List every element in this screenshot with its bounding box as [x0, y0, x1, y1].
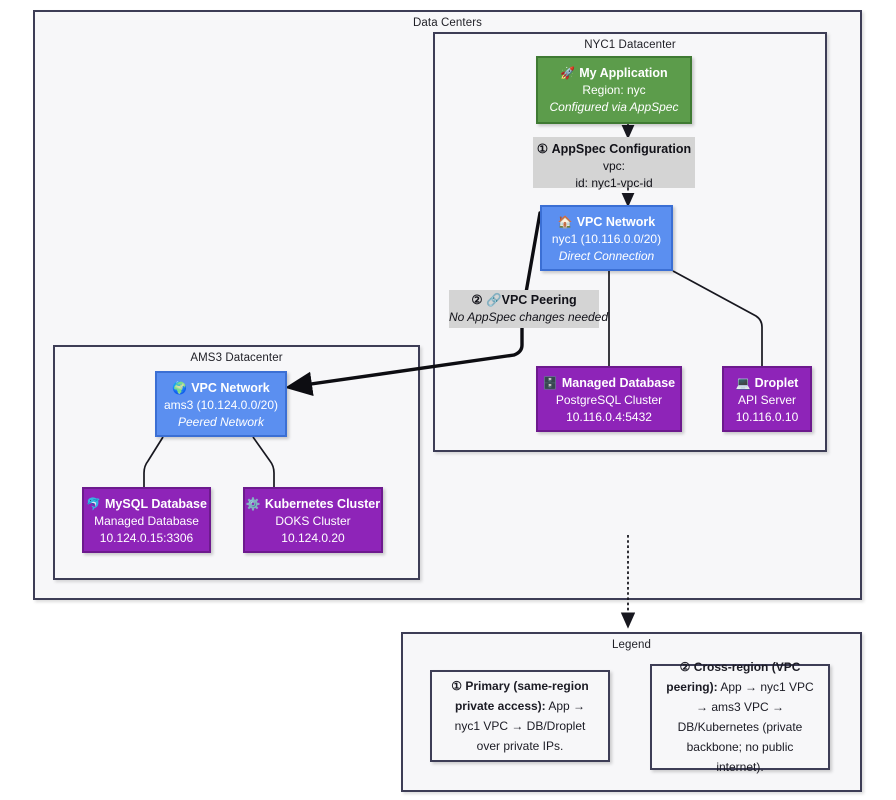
file-cabinet-icon: 🗄️ [542, 376, 558, 390]
node-vpc-peering[interactable]: ② 🔗VPC Peering No AppSpec changes needed [449, 290, 609, 328]
link-icon: 🔗 [486, 293, 502, 307]
legend-primary-bold: Primary (same-region private access): [454, 679, 589, 713]
legend-primary-text: ① Primary (same-region private access): … [444, 676, 596, 756]
ams3-vpc-title: VPC Network [191, 381, 270, 395]
node-kubernetes-cluster[interactable]: ⚙️Kubernetes Cluster DOKS Cluster 10.124… [243, 487, 383, 553]
nyc1-vpc-title-line: 🏠VPC Network [542, 214, 671, 231]
data-centers-title: Data Centers [413, 17, 482, 29]
kubernetes-cluster-kind: DOKS Cluster [275, 514, 351, 528]
my-application-note: Configured via AppSpec [549, 100, 679, 114]
kubernetes-cluster-title: Kubernetes Cluster [264, 497, 381, 511]
kubernetes-cluster-address: 10.124.0.20 [281, 531, 345, 545]
ams3-vpc-title-line: 🌍VPC Network [157, 380, 285, 397]
node-my-application[interactable]: 🚀My Application Region: nyc Configured v… [536, 56, 692, 124]
vpc-peering-marker: ② [471, 293, 483, 307]
managed-database-address: 10.116.0.4:5432 [566, 410, 652, 424]
managed-database-title-line: 🗄️Managed Database [538, 375, 680, 392]
node-managed-database[interactable]: 🗄️Managed Database PostgreSQL Cluster 10… [536, 366, 682, 432]
my-application-title-line: 🚀My Application [538, 65, 690, 82]
my-application-region: Region: nyc [582, 83, 646, 97]
appspec-marker: ① [536, 142, 549, 156]
nyc1-vpc-note: Direct Connection [558, 249, 655, 263]
house-icon: 🏠 [557, 215, 573, 229]
legend-cross-region-text: ② Cross-region (VPC peering): App → nyc1… [664, 657, 816, 777]
my-application-title: My Application [579, 66, 668, 80]
node-droplet[interactable]: 💻Droplet API Server 10.116.0.10 [722, 366, 812, 432]
appspec-vpc-id: id: nyc1-vpc-id [575, 176, 653, 190]
legend-primary-rest: App → nyc1 VPC → DB/Droplet over private… [454, 699, 586, 753]
legend-card-primary: ① Primary (same-region private access): … [430, 670, 610, 762]
appspec-title-line: ① AppSpec Configuration [533, 141, 695, 158]
nyc1-vpc-cidr: nyc1 (10.116.0.0/20) [551, 232, 662, 246]
appspec-vpc-key: vpc: [602, 159, 625, 173]
kubernetes-cluster-title-line: ⚙️Kubernetes Cluster [245, 496, 381, 513]
laptop-icon: 💻 [735, 376, 751, 390]
mysql-database-address: 10.124.0.15:3306 [99, 531, 194, 545]
legend-primary-marker: ① [451, 679, 466, 693]
droplet-role: API Server [737, 393, 797, 407]
droplet-title: Droplet [754, 376, 799, 390]
mysql-database-title: MySQL Database [105, 497, 207, 511]
mysql-database-kind: Managed Database [94, 514, 199, 528]
dolphin-icon: 🐬 [86, 497, 102, 511]
droplet-address: 10.116.0.10 [735, 410, 799, 424]
nyc1-vpc-title: VPC Network [576, 215, 656, 229]
ams3-datacenter-title: AMS3 Datacenter [190, 352, 283, 364]
vpc-peering-title: VPC Peering [501, 293, 577, 307]
vpc-peering-title-line: ② 🔗VPC Peering [449, 292, 599, 309]
legend-cross-region-marker: ② [679, 660, 694, 674]
ams3-vpc-note: Peered Network [177, 415, 265, 429]
rocket-icon: 🚀 [560, 66, 576, 80]
node-appspec-configuration[interactable]: ① AppSpec Configuration vpc: id: nyc1-vp… [533, 137, 695, 190]
legend-card-cross-region: ② Cross-region (VPC peering): App → nyc1… [650, 660, 830, 774]
globe-icon: 🌍 [172, 381, 188, 395]
node-mysql-database[interactable]: 🐬MySQL Database Managed Database 10.124.… [82, 487, 211, 553]
node-ams3-vpc-network[interactable]: 🌍VPC Network ams3 (10.124.0.0/20) Peered… [155, 371, 287, 437]
ams3-vpc-cidr: ams3 (10.124.0.0/20) [163, 398, 279, 412]
managed-database-title: Managed Database [561, 376, 676, 390]
droplet-title-line: 💻Droplet [724, 375, 810, 392]
nyc1-datacenter-title: NYC1 Datacenter [584, 39, 676, 51]
legend-cross-region-rest: App → nyc1 VPC → ams3 VPC → DB/Kubernete… [677, 680, 814, 774]
managed-database-kind: PostgreSQL Cluster [555, 393, 663, 407]
gear-icon: ⚙️ [245, 497, 261, 511]
legend-title: Legend [612, 639, 651, 651]
legend-cross-region-bold: Cross-region (VPC peering): [666, 660, 801, 694]
vpc-peering-note: No AppSpec changes needed [449, 310, 609, 324]
appspec-title: AppSpec Configuration [551, 142, 692, 156]
node-nyc1-vpc-network[interactable]: 🏠VPC Network nyc1 (10.116.0.0/20) Direct… [540, 205, 673, 271]
mysql-database-title-line: 🐬MySQL Database [84, 496, 209, 513]
